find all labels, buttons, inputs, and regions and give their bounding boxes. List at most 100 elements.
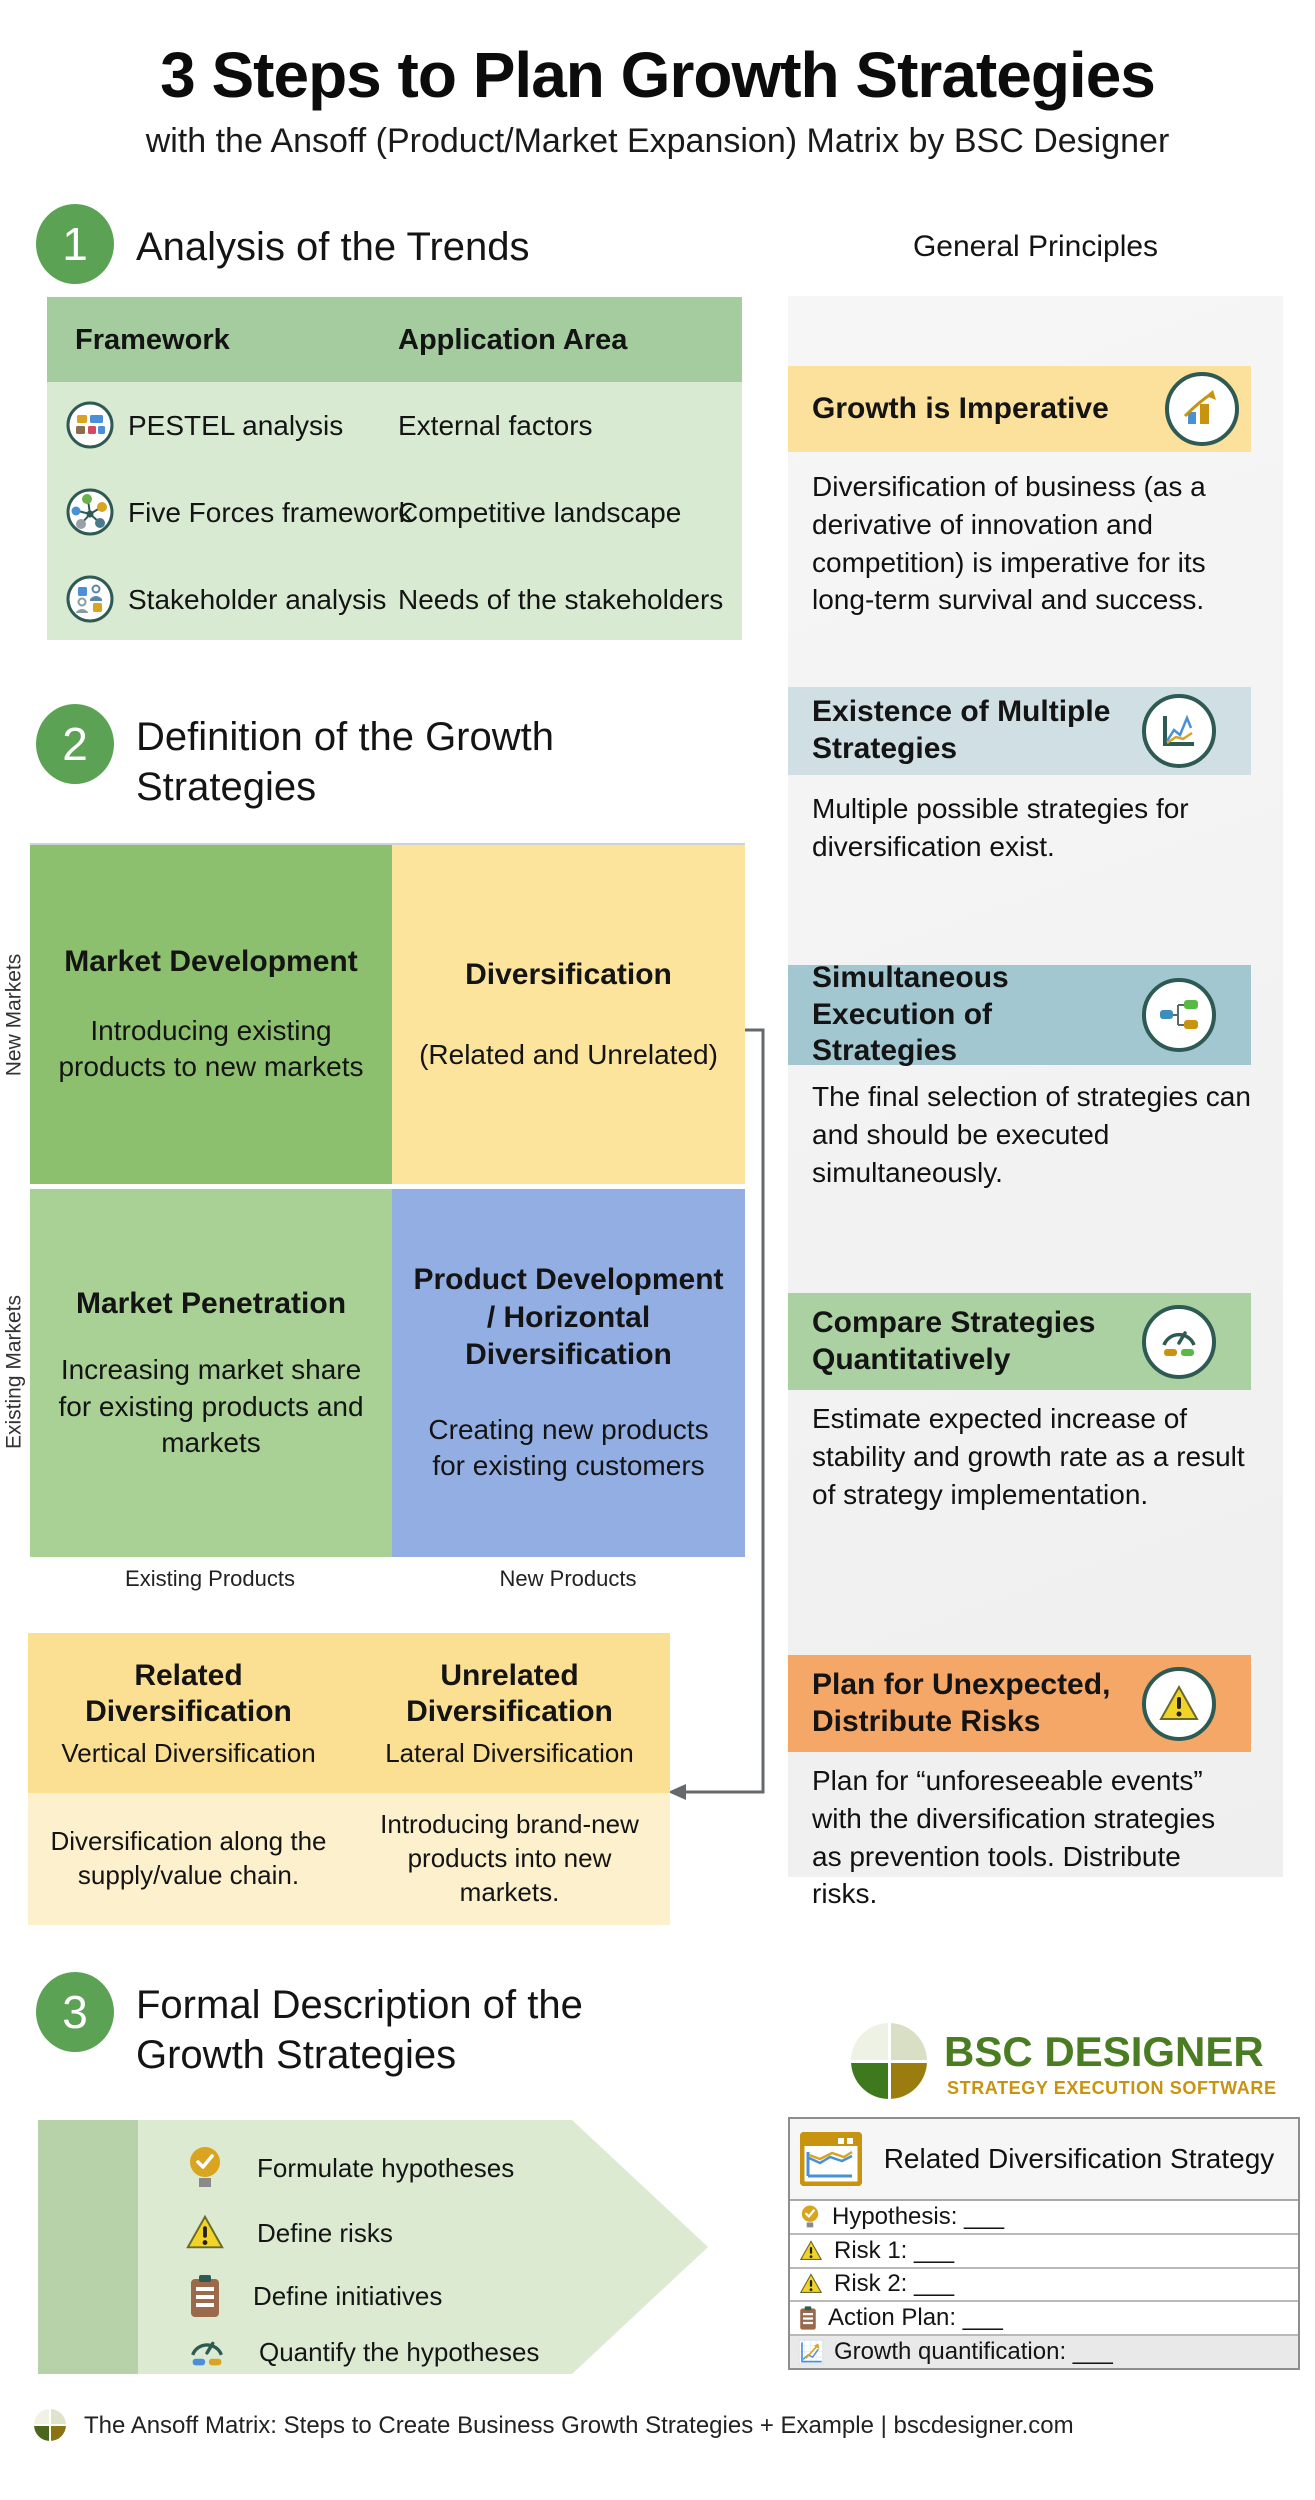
principle-card-body: The final selection of strategies can an… xyxy=(812,1081,1251,1188)
principle-card-header-growth-imperative: Growth is Imperative xyxy=(788,366,1251,452)
example-row-label: Risk 2: ___ xyxy=(834,2270,955,2298)
principle-card-title: Growth is Imperative xyxy=(812,391,1109,425)
example-row-action-plan: Action Plan: ___ xyxy=(790,2302,1298,2337)
y-axis-label-existing-markets: Existing Markets xyxy=(2,1294,26,1450)
step-2-heading: Definition of the Growth Strategies xyxy=(136,715,554,810)
clipboard-icon xyxy=(798,2305,818,2331)
related-diversification-subtitle: Vertical Diversification xyxy=(61,1737,316,1768)
checklist-label: Quantify the hypotheses xyxy=(259,2336,540,2367)
quadrant-market-development: Market Development Introducing existing … xyxy=(30,843,392,1184)
framework-table-header xyxy=(47,297,742,382)
checklist-item: Define initiatives xyxy=(187,2270,442,2322)
checklist-item: Formulate hypotheses xyxy=(183,2142,514,2194)
x-axis-label-new-products: New Products xyxy=(499,1566,637,1591)
window-chart-icon xyxy=(800,2132,862,2186)
principle-card-header-plan-unexpected: Plan for Unexpected, Distribute Risks xyxy=(788,1655,1251,1752)
footer-logo-icon xyxy=(34,2409,66,2441)
example-card-header: Related Diversification Strategy xyxy=(790,2119,1298,2201)
quadrant-desc: Creating new products for existing custo… xyxy=(428,1413,709,1482)
checklist-item: Define risks xyxy=(183,2207,393,2259)
step-1-heading: Analysis of the Trends xyxy=(136,225,530,269)
principle-card-body: Diversification of business (as a deriva… xyxy=(812,471,1206,616)
step-2-badge: 2 xyxy=(36,704,114,784)
unrelated-diversification-subtitle: Lateral Diversification xyxy=(385,1737,634,1768)
related-diversification-title: Related Diversification xyxy=(85,1658,292,1728)
table-header-application-area: Application Area xyxy=(398,324,628,356)
quadrant-title: Market Penetration xyxy=(75,1286,347,1320)
y-axis-label-new-markets: New Markets xyxy=(2,953,26,1077)
warning-icon xyxy=(798,2238,824,2264)
step-3-badge: 3 xyxy=(36,1972,114,2052)
quadrant-title: Market Development xyxy=(64,945,358,979)
quantify-gauge-icon xyxy=(185,2330,229,2374)
principle-card-title: Existence of Multiple Strategies xyxy=(812,695,1111,765)
principle-card-body: Plan for “unforeseeable events” with the… xyxy=(812,1765,1216,1910)
general-principles-heading: General Principles xyxy=(912,230,1159,263)
warning-icon xyxy=(798,2271,824,2297)
quadrant-desc: (Related and Unrelated) xyxy=(419,1039,718,1071)
checklist-item: Quantify the hypotheses xyxy=(185,2326,539,2378)
growth-quant-icon xyxy=(798,2339,824,2365)
principle-card-header-compare-quantitatively: Compare Strategies Quantitatively xyxy=(788,1293,1251,1390)
footer-text: The Ansoff Matrix: Steps to Create Busin… xyxy=(84,2412,1074,2439)
quadrant-desc: Increasing market share for existing pro… xyxy=(58,1354,364,1458)
general-principles-panel xyxy=(788,296,1283,1877)
step-1-number: 1 xyxy=(62,218,88,270)
table-row-area: Needs of the stakeholders xyxy=(398,584,724,615)
table-row-area: Competitive landscape xyxy=(398,497,682,528)
example-row-label: Risk 1: ___ xyxy=(834,2236,955,2264)
quadrant-desc: Introducing existing products to new mar… xyxy=(58,1014,364,1083)
brand-name: BSC DESIGNER xyxy=(944,2028,1264,2075)
diversification-detail-bottom: Diversification along the supply/value c… xyxy=(28,1793,670,1925)
unrelated-diversification-title: Unrelated Diversification xyxy=(406,1658,613,1728)
example-row-hypothesis: Hypothesis: ___ xyxy=(790,2201,1298,2235)
brand-tagline: STRATEGY EXECUTION SOFTWARE xyxy=(947,2078,1277,2098)
principle-card-title: Plan for Unexpected, Distribute Risks xyxy=(812,1667,1111,1738)
example-row-label: Hypothesis: ___ xyxy=(832,2202,1005,2230)
quadrant-diversification: Diversification (Related and Unrelated) xyxy=(392,843,745,1184)
example-row-growth-quantification: Growth quantification: ___ xyxy=(790,2336,1298,2368)
stakeholder-icon xyxy=(66,575,114,623)
example-card-title: Related Diversification Strategy xyxy=(883,2143,1275,2174)
table-row-framework: Stakeholder analysis xyxy=(128,584,387,615)
example-row-label: Action Plan: ___ xyxy=(828,2304,1003,2332)
quadrant-product-development: Product Development / Horizontal Diversi… xyxy=(392,1189,745,1557)
lightbulb-check-icon xyxy=(798,2203,822,2231)
unrelated-diversification-note: Introducing brand-new products into new … xyxy=(380,1809,639,1907)
quadrant-title: Diversification xyxy=(465,957,672,991)
step-1-badge: 1 xyxy=(36,204,114,284)
example-strategy-card: Related Diversification Strategy Hypothe… xyxy=(788,2117,1300,2370)
checklist-label: Define risks xyxy=(257,2217,393,2248)
quadrant-market-penetration: Market Penetration Increasing market sha… xyxy=(30,1189,392,1557)
framework-table-body xyxy=(47,382,742,640)
checklist-label: Define initiatives xyxy=(253,2280,443,2311)
quadrant-title: Product Development / Horizontal Diversi… xyxy=(413,1263,724,1372)
example-row-risk1: Risk 1: ___ xyxy=(790,2235,1298,2269)
mindmap-icon xyxy=(1142,978,1216,1052)
principle-card-title: Compare Strategies Quantitatively xyxy=(812,1305,1096,1376)
lightbulb-check-icon xyxy=(183,2143,227,2193)
table-row-framework: Five Forces framework xyxy=(128,497,413,528)
five-forces-icon xyxy=(66,488,114,536)
principle-card-header-simultaneous-execution: Simultaneous Execution of Strategies xyxy=(788,961,1251,1067)
table-row-framework: PESTEL analysis xyxy=(128,410,344,441)
step-2-number: 2 xyxy=(62,718,88,770)
example-row-risk2: Risk 2: ___ xyxy=(790,2269,1298,2303)
diversification-detail-top: Related Diversification Vertical Diversi… xyxy=(28,1633,670,1793)
line-chart-icon xyxy=(1142,694,1216,768)
bsc-designer-logo-icon xyxy=(851,2023,927,2099)
related-diversification-note: Diversification along the supply/value c… xyxy=(50,1826,327,1890)
clipboard-icon xyxy=(187,2273,223,2319)
principle-card-title: Simultaneous Execution of Strategies xyxy=(812,961,1009,1068)
principle-card-body: Estimate expected increase of stability … xyxy=(812,1403,1245,1510)
gauge-icon xyxy=(1142,1304,1216,1379)
pestel-icon xyxy=(66,401,114,449)
step-3-number: 3 xyxy=(62,1986,88,2038)
table-row-area: External factors xyxy=(398,410,593,441)
checklist-label: Formulate hypotheses xyxy=(257,2152,515,2183)
principle-card-body: Multiple possible strategies for diversi… xyxy=(812,793,1189,862)
growth-bars-icon xyxy=(1165,372,1239,446)
principle-card-header-multiple-strategies: Existence of Multiple Strategies xyxy=(788,687,1251,775)
step-3-heading: Formal Description of the Growth Strateg… xyxy=(136,1983,583,2078)
